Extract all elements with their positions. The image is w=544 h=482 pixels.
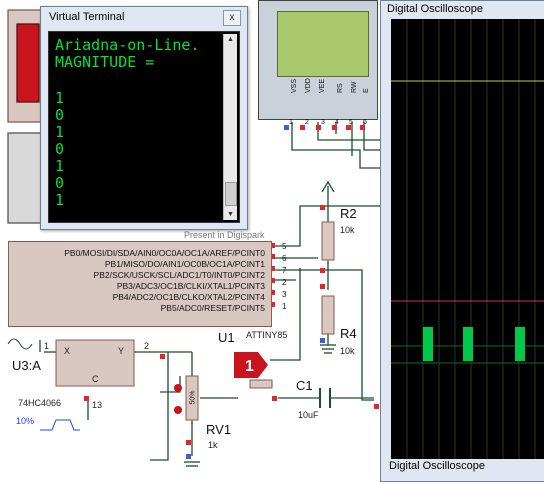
attiny85-component[interactable]: PB0/MOSI/DI/SDA/AIN0/OC0A/OC1A/AREF/PCIN… xyxy=(8,241,272,327)
oscilloscope-screen[interactable] xyxy=(391,19,544,459)
oscilloscope-title: Digital Oscilloscope xyxy=(387,3,483,15)
lcd-pin-label: VDD xyxy=(305,78,312,93)
scope-pulse xyxy=(423,327,433,361)
scope-grid xyxy=(406,19,536,459)
lcd-pin-number: 1 xyxy=(289,119,293,126)
lcd-pin-number: 5 xyxy=(349,119,353,126)
oscilloscope-title-bottom: Digital Oscilloscope xyxy=(389,460,485,472)
mcu-pin-label: PB0/MOSI/DI/SDA/AIN0/OC0A/OC1A/AREF/PCIN… xyxy=(64,248,265,258)
terminal-line: Ariadna-on-Line. xyxy=(55,36,200,54)
mcu-ref: U1 xyxy=(218,330,235,345)
mcu-pin-number: 7 xyxy=(282,266,287,275)
probe-marker-label: 1 xyxy=(245,358,254,375)
terminal-line: 1 xyxy=(55,157,65,175)
gate-pin-c: C xyxy=(92,374,99,384)
cap-value: 10uF xyxy=(298,410,319,420)
terminal-line: 1 xyxy=(55,89,65,107)
gate-pin-13: 13 xyxy=(92,400,103,410)
lcd-pin-label: VSS xyxy=(291,78,298,93)
mcu-pin-number: 5 xyxy=(282,242,287,251)
lcd-pin-number: 3 xyxy=(321,119,325,126)
r2-value: 10k xyxy=(340,225,355,235)
mcu-part: ATTINY85 xyxy=(246,330,288,340)
lcd-pin-number: 6 xyxy=(363,119,367,126)
mcu-pin-number: 6 xyxy=(282,254,287,263)
probe-marker[interactable]: 1 xyxy=(234,352,268,378)
oscilloscope-window[interactable]: Digital Oscilloscope Digital Oscilloscop… xyxy=(380,0,544,482)
mcu-pin-label: PB5/ADC0/RESET/PCINT5 xyxy=(160,303,265,313)
terminal-line: 1 xyxy=(55,123,65,141)
terminal-screen[interactable]: Ariadna-on-Line. MAGNITUDE = 1 0 1 0 1 0… xyxy=(48,31,240,223)
gate-pin-y: Y xyxy=(118,346,125,356)
cap-ref: C1 xyxy=(296,378,313,393)
mcu-pin-label: PB1/MISO/DO/AIN1/OC0B/OC1A/PCINT1 xyxy=(104,259,265,269)
lcd-glass xyxy=(277,11,369,77)
virtual-terminal-window[interactable]: Virtual Terminal x Ariadna-on-Line. MAGN… xyxy=(40,6,248,230)
mcu-caption: Present in Digispark xyxy=(184,230,265,240)
pot-ref: RV1 xyxy=(206,422,232,437)
mcu-pin-number: 1 xyxy=(282,302,287,311)
gate-pin-1: 1 xyxy=(44,341,50,351)
terminal-line: 0 xyxy=(55,106,65,124)
terminal-line: 1 xyxy=(55,191,65,209)
lcd-pin-number: 4 xyxy=(335,119,339,126)
terminal-line: MAGNITUDE = xyxy=(55,53,155,71)
lcd-pin-label: RS xyxy=(337,83,344,93)
lcd-pin-label: RW xyxy=(351,81,358,93)
pot-value: 1k xyxy=(208,440,218,450)
scope-pulse xyxy=(515,327,525,361)
terminal-close-button[interactable]: x xyxy=(223,10,241,26)
r4-ref: R4 xyxy=(340,326,357,341)
lcd-pin-label: VEE xyxy=(319,78,326,93)
gate-pin-x: X xyxy=(64,346,71,356)
scope-pulse xyxy=(463,327,473,361)
terminal-scrollbar[interactable]: ▲ ▼ xyxy=(223,34,237,220)
generator-duty: 10% xyxy=(16,416,35,426)
scrollbar-thumb[interactable] xyxy=(225,182,237,206)
gate-pin-2: 2 xyxy=(144,341,150,351)
gate-part: 74HC4066 xyxy=(18,398,62,408)
lcd-display[interactable]: VSS VDD VEE RS RW E 1 2 3 4 5 6 xyxy=(258,0,378,126)
r4-value: 10k xyxy=(340,346,355,356)
pot-percent: 50% xyxy=(189,390,197,405)
terminal-line: 0 xyxy=(55,140,65,158)
mcu-pin-label: PB4/ADC2/OC1B/CLKO/XTAL2/PCINT4 xyxy=(112,292,265,302)
mcu-pin-label: PB3/ADC3/OC1B/CLKI/XTAL1/PCINT3 xyxy=(116,281,265,291)
scroll-up-icon[interactable]: ▲ xyxy=(227,36,234,43)
terminal-line: 0 xyxy=(55,174,65,192)
terminal-title: Virtual Terminal xyxy=(49,11,125,23)
mcu-pin-number: 3 xyxy=(282,290,287,299)
mcu-pin-label: PB2/SCK/USCK/SCL/ADC1/T0/INT0/PCINT2 xyxy=(93,270,265,280)
gate-ref: U3:A xyxy=(12,358,41,373)
lcd-pin-label: E xyxy=(363,88,370,93)
mcu-pin-number: 2 xyxy=(282,278,287,287)
r2-ref: R2 xyxy=(340,206,357,221)
scroll-down-icon[interactable]: ▼ xyxy=(227,211,234,218)
lcd-pin-number: 2 xyxy=(305,119,309,126)
close-icon: x xyxy=(229,12,235,23)
